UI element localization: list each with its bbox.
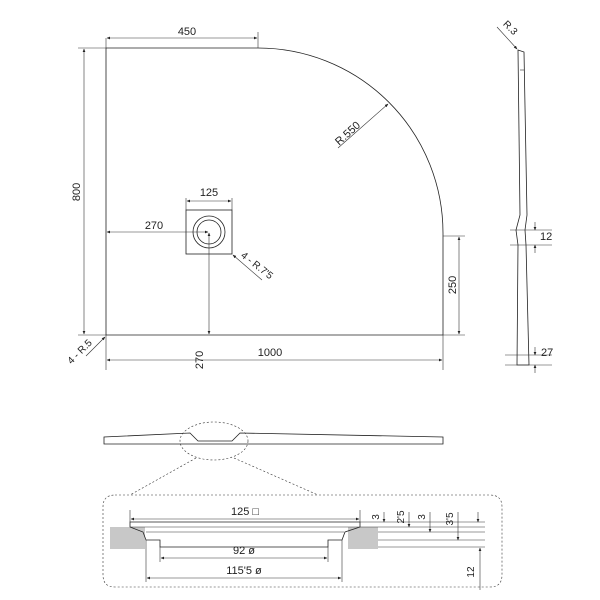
side-view: R.3 12 27 <box>496 19 553 373</box>
dim-height: 800 <box>71 183 83 201</box>
detail-callout-ellipse <box>179 421 249 461</box>
dim-overall-width: 1000 <box>258 347 282 359</box>
dim-detail-d: 3'5 <box>445 512 456 525</box>
dim-width-top: 450 <box>178 26 196 38</box>
dim-thickness: 12 <box>540 231 552 243</box>
dim-edge-radius: R.3 <box>500 19 519 38</box>
detail-view: 125 □ 92 ø 115'5 ø 3 2'5 3 3'5 12 <box>102 494 503 590</box>
dim-detail-top-width: 125 □ <box>231 506 259 518</box>
dim-drain-offset-x: 270 <box>145 220 163 232</box>
drain-body <box>129 521 361 548</box>
dim-inner-diameter: 92 ø <box>233 545 255 557</box>
top-view: 450 800 R.550 125 270 4 - R.7'5 <box>66 26 465 370</box>
dim-radius: R.550 <box>333 119 363 148</box>
detail-frame <box>102 494 503 588</box>
dim-drain-corner-radius: 4 - R.7'5 <box>238 250 275 282</box>
dim-detail-c: 3 <box>417 514 428 520</box>
dim-drain-offset-y: 270 <box>194 351 206 369</box>
dim-detail-vertical: 12 <box>466 566 477 578</box>
dim-drain-width: 125 <box>200 187 218 199</box>
tray-band-left <box>110 527 145 549</box>
front-profile <box>103 432 444 445</box>
dim-detail-a: 3 <box>371 514 382 520</box>
tray-outline <box>105 47 444 336</box>
dim-total-height: 27 <box>541 347 553 359</box>
tray-band-right <box>348 527 378 549</box>
dim-outer-diameter: 115'5 ø <box>226 565 262 577</box>
side-profile <box>515 49 530 366</box>
dim-detail-b: 2'5 <box>396 510 407 523</box>
front-section <box>103 421 444 496</box>
dim-corner-radius: 4 - R.5 <box>66 337 95 366</box>
dim-side-straight: 250 <box>447 276 459 294</box>
